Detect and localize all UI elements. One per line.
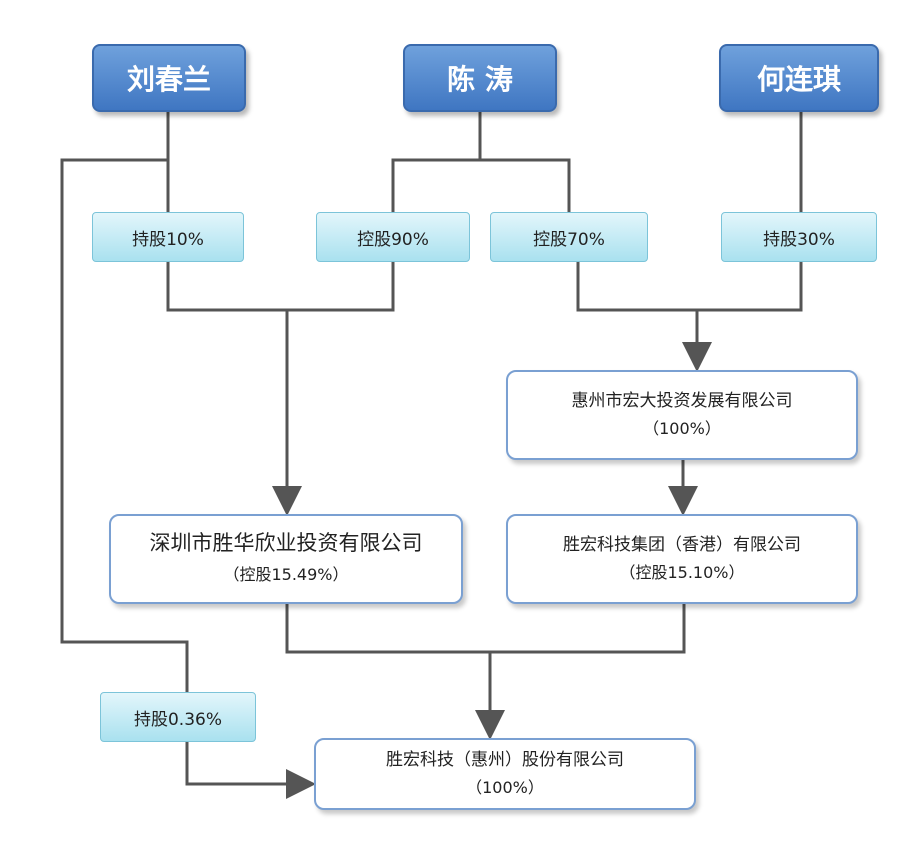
company-target-share: （100%） — [466, 778, 544, 797]
share-chen-control-90: 控股90% — [316, 212, 470, 262]
share-chen-control-70: 控股70% — [490, 212, 648, 262]
company-shenzhen-shenghua: 深圳市胜华欣业投资有限公司 （控股15.49%） — [109, 514, 463, 604]
arrow-direct-to-target — [185, 742, 316, 799]
line-join-chen-he — [576, 262, 803, 312]
person-chen-label: 陈 涛 — [447, 63, 513, 96]
share-liu-direct-036: 持股0.36% — [100, 692, 256, 742]
line-join-liu-chen — [166, 262, 395, 312]
company-shenzhen-shenghua-name: 深圳市胜华欣业投资有限公司 — [149, 531, 423, 555]
share-liu-hold-10-label: 持股10% — [132, 229, 204, 250]
person-liu-label: 刘春兰 — [126, 63, 211, 96]
company-huizhou-hongda: 惠州市宏大投资发展有限公司 （100%） — [506, 370, 858, 460]
share-he-hold-30-label: 持股30% — [763, 229, 835, 250]
line-liu-to-direct — [60, 158, 189, 692]
share-chen-control-90-label: 控股90% — [357, 229, 429, 250]
share-he-hold-30: 持股30% — [721, 212, 877, 262]
company-huizhou-hongda-share: （100%） — [643, 419, 721, 438]
share-liu-direct-036-label: 持股0.36% — [133, 709, 222, 730]
company-shenzhen-shenghua-share: （控股15.49%） — [223, 565, 349, 584]
person-liu-chunlan: 刘春兰 — [92, 44, 246, 112]
company-hk-group-name: 胜宏科技集团（香港）有限公司 — [563, 535, 801, 555]
company-hk-group: 胜宏科技集团（香港）有限公司 （控股15.10%） — [506, 514, 858, 604]
company-target-shenghong: 胜宏科技（惠州）股份有限公司 （100%） — [314, 738, 696, 810]
line-chen-branches — [391, 158, 571, 212]
share-chen-control-70-label: 控股70% — [533, 229, 605, 250]
person-chen-tao: 陈 涛 — [403, 44, 557, 112]
share-liu-hold-10: 持股10% — [92, 212, 244, 262]
line-join-companies — [285, 604, 686, 654]
person-he-lianqi: 何连琪 — [719, 44, 879, 112]
company-huizhou-hongda-name: 惠州市宏大投资发展有限公司 — [571, 391, 793, 411]
person-he-label: 何连琪 — [756, 63, 841, 96]
company-hk-group-share: （控股15.10%） — [619, 563, 745, 582]
company-target-name: 胜宏科技（惠州）股份有限公司 — [386, 750, 624, 770]
